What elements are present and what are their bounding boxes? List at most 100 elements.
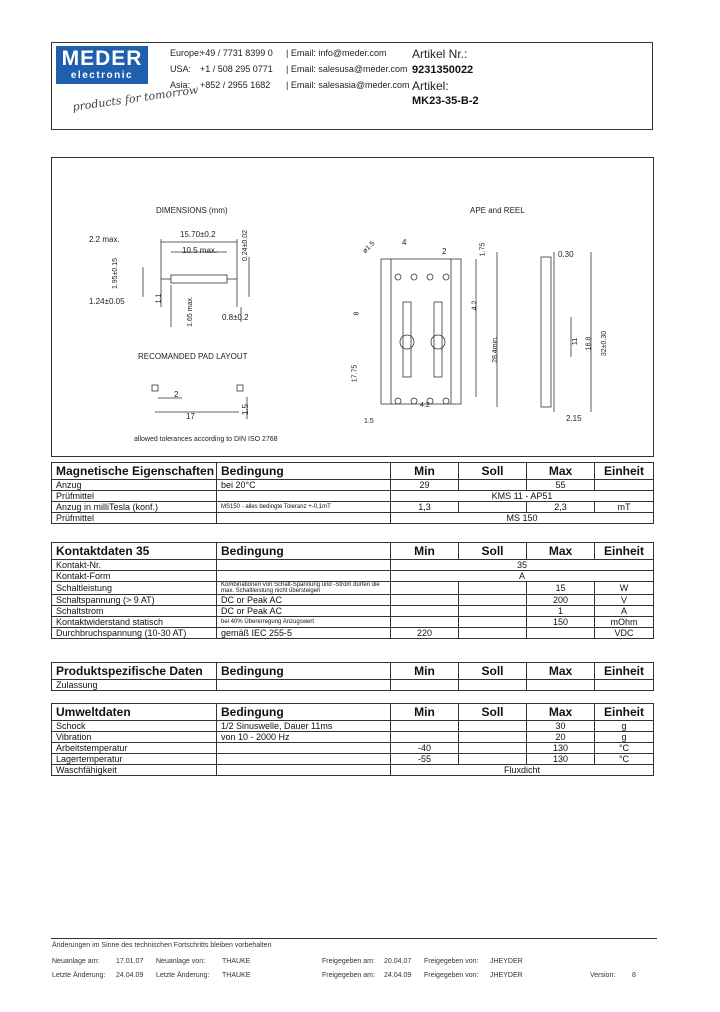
footer-value: JHEYDER — [490, 972, 523, 979]
table-header: Umweltdaten Bedingung Min Soll Max Einhe… — [51, 703, 654, 721]
row-merged: 35 — [390, 559, 654, 571]
footer-label: Freigegeben am: — [322, 972, 375, 979]
dim-label: 15.70±0.2 — [180, 230, 216, 239]
dim-label: 2.2 max. — [89, 235, 120, 244]
row-merged: MS 150 — [390, 512, 654, 524]
row-min — [390, 679, 459, 691]
contact-email-usa[interactable]: | Email: salesusa@meder.com — [286, 64, 408, 74]
col-header: Min — [390, 542, 459, 560]
row-name: Vibration — [51, 731, 217, 743]
contact-region-usa: USA: — [170, 64, 192, 74]
table-row: Schock 1/2 Sinuswelle, Dauer 11ms 30 g — [51, 720, 654, 732]
row-unit: g — [594, 720, 654, 732]
artikel-value: MK23-35-B-2 — [412, 95, 479, 107]
row-name: Schaltstrom — [51, 605, 217, 617]
table-title: Kontaktdaten 35 — [51, 542, 217, 560]
row-min — [390, 720, 459, 732]
dim-label: 0.8±0.2 — [222, 313, 249, 322]
row-name: Schaltleistung — [51, 581, 217, 595]
dim-label: 1.65 max. — [186, 296, 194, 327]
technical-drawing — [142, 239, 592, 419]
row-name: Anzug — [51, 479, 217, 491]
col-header: Einheit — [594, 542, 654, 560]
col-header: Min — [390, 662, 459, 680]
row-max: 2,3 — [526, 501, 595, 513]
contact-email-europe[interactable]: | Email: info@meder.com — [286, 48, 387, 58]
pad-dim-label: 17 — [186, 412, 195, 421]
table-row: Kontakt-Nr. 35 — [51, 559, 654, 571]
footer-note: Änderungen im Sinne des technischen Fort… — [52, 942, 272, 949]
row-name: Arbeitstemperatur — [51, 742, 217, 754]
tape-dim-label: 2 — [442, 247, 447, 256]
footer-value: THAUKE — [222, 972, 251, 979]
header-box — [51, 42, 653, 130]
row-unit — [594, 679, 654, 691]
table-row: Anzug bei 20°C 29 55 — [51, 479, 654, 491]
row-soll — [458, 627, 527, 639]
row-unit: V — [594, 594, 654, 606]
footer-value: 20.04.07 — [384, 958, 412, 965]
contact-email-asia[interactable]: | Email: salesasia@meder.com — [286, 80, 410, 90]
row-name: Kontakt-Form — [51, 570, 217, 582]
row-min — [390, 731, 459, 743]
version-value: 8 — [632, 972, 636, 979]
row-min: -40 — [390, 742, 459, 754]
artikel-nr-value: 9231350022 — [412, 64, 474, 76]
footer-value: 24.04.09 — [116, 972, 144, 979]
row-cond: DC or Peak AC — [216, 605, 391, 617]
footer-value: THAUKE — [222, 958, 251, 965]
col-header: Soll — [458, 662, 527, 680]
footer-label: Neuanlage am: — [52, 958, 100, 965]
col-header: Bedingung — [216, 662, 391, 680]
col-header: Max — [526, 542, 595, 560]
row-unit: mOhm — [594, 616, 654, 628]
tape-dim-label: 4.2 — [420, 402, 430, 409]
col-header: Einheit — [594, 662, 654, 680]
col-header: Einheit — [594, 703, 654, 721]
artikel-label: Artikel: — [412, 79, 449, 93]
row-min — [390, 594, 459, 606]
tape-dim-label: 16.8 — [585, 336, 593, 351]
product-data-table: Produktspezifische Daten Bedingung Min S… — [51, 662, 654, 691]
row-name: Kontakt-Nr. — [51, 559, 217, 571]
tape-dim-label: 1.5 — [364, 418, 374, 425]
row-name: Zulassung — [51, 679, 217, 691]
table-title: Umweltdaten — [51, 703, 217, 721]
row-cond: DC or Peak AC — [216, 594, 391, 606]
table-row: Arbeitstemperatur -40 130 °C — [51, 742, 654, 754]
row-cond: bei 20°C — [216, 479, 391, 491]
row-unit: A — [594, 605, 654, 617]
tape-title: APE and REEL — [470, 206, 525, 215]
table-row: Prüfmittel MS 150 — [51, 512, 654, 524]
row-max: 130 — [526, 742, 595, 754]
table-header: Magnetische Eigenschaften Bedingung Min … — [51, 462, 654, 480]
footer-label: Neuanlage von: — [156, 958, 206, 965]
row-cond: MS150 - alles bedingte Toleranz +-0,1mT — [216, 501, 391, 513]
table-header: Kontaktdaten 35 Bedingung Min Soll Max E… — [51, 542, 654, 560]
table-row: Kontakt-Form A — [51, 570, 654, 582]
tape-dim-label: 0.30 — [558, 250, 574, 259]
version-label: Version: — [590, 972, 616, 979]
table-row: Schaltspannung (> 9 AT) DC or Peak AC 20… — [51, 594, 654, 606]
dim-label: 1.95±0.15 — [112, 257, 120, 290]
footer-label: Letzte Änderung: — [52, 972, 106, 979]
meder-logo: MEDER electronic — [56, 46, 148, 84]
row-name: Waschfähigkeit — [51, 764, 217, 776]
table-row: Kontaktwiderstand statisch bei 40% Übere… — [51, 616, 654, 628]
tape-dim-label: 2.15 — [566, 414, 582, 423]
dimensions-title: DIMENSIONS (mm) — [156, 206, 228, 215]
row-name: Kontaktwiderstand statisch — [51, 616, 217, 628]
row-unit: °C — [594, 742, 654, 754]
contact-phone-asia: +852 / 2955 1682 — [200, 80, 271, 90]
tape-dim-label: 4 — [402, 238, 407, 247]
logo-subname: electronic — [70, 70, 134, 81]
footer-label: Freigegeben von: — [424, 972, 479, 979]
row-min: -55 — [390, 753, 459, 765]
contact-phone-usa: +1 / 508 295 0771 — [200, 64, 273, 74]
row-min: 29 — [390, 479, 459, 491]
row-cond: 1/2 Sinuswelle, Dauer 11ms — [216, 720, 391, 732]
row-max: 130 — [526, 753, 595, 765]
tape-dim-label: 28.4min. — [491, 336, 499, 363]
col-header: Bedingung — [216, 542, 391, 560]
row-max — [526, 627, 595, 639]
